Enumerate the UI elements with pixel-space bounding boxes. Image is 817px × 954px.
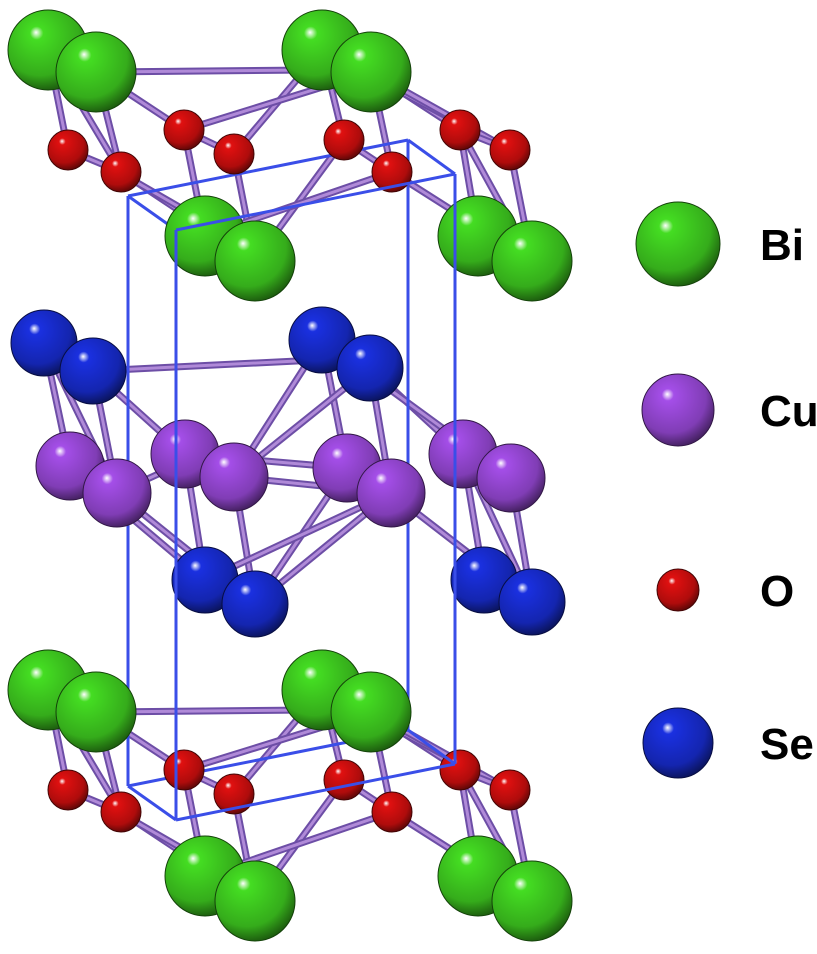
atom-bi xyxy=(330,31,412,113)
atom-o xyxy=(489,129,531,171)
atom-o xyxy=(100,151,142,193)
atom-o xyxy=(371,791,413,833)
cell-edge xyxy=(175,762,456,822)
atom-bi xyxy=(491,860,573,942)
cell-edge xyxy=(407,728,456,766)
atom-o xyxy=(489,769,531,811)
atom-cu xyxy=(356,458,426,528)
atom-se xyxy=(498,568,566,636)
atom-o xyxy=(163,749,205,791)
legend-label-bi: Bi xyxy=(760,221,804,270)
atom-o xyxy=(323,759,365,801)
atom-o xyxy=(439,109,481,151)
atom-o xyxy=(323,119,365,161)
legend-label-o: O xyxy=(760,567,794,616)
atom-cu xyxy=(82,458,152,528)
atom-o xyxy=(47,129,89,171)
atom-o xyxy=(47,769,89,811)
atom-bi xyxy=(330,671,412,753)
atom-bi xyxy=(214,860,296,942)
cell-edge xyxy=(127,784,177,822)
legend-label-se: Se xyxy=(760,720,814,769)
bond-highlight xyxy=(91,358,319,373)
cell-edge xyxy=(175,172,456,232)
cell-edge xyxy=(127,138,409,198)
atom-o xyxy=(213,773,255,815)
atom-bi xyxy=(55,671,137,753)
atom-o xyxy=(213,133,255,175)
atom-o xyxy=(371,151,413,193)
unit-cell-front xyxy=(174,138,457,822)
atom-se xyxy=(221,570,289,638)
atom-o xyxy=(100,791,142,833)
atom-cu xyxy=(476,443,546,513)
atom-bi xyxy=(214,220,296,302)
legend-swatch-bi xyxy=(635,201,721,287)
atom-se xyxy=(59,337,127,405)
atom-cu xyxy=(199,442,269,512)
atom-bi xyxy=(55,31,137,113)
legend-swatch-o xyxy=(656,568,700,612)
cell-edge xyxy=(407,138,456,176)
legend-swatch-cu xyxy=(641,373,715,447)
atoms-layer xyxy=(7,9,573,942)
legend-swatch-se xyxy=(642,707,714,779)
atom-o xyxy=(163,109,205,151)
atom-se xyxy=(336,334,404,402)
atom-bi xyxy=(491,220,573,302)
legend-label-cu: Cu xyxy=(760,387,817,436)
